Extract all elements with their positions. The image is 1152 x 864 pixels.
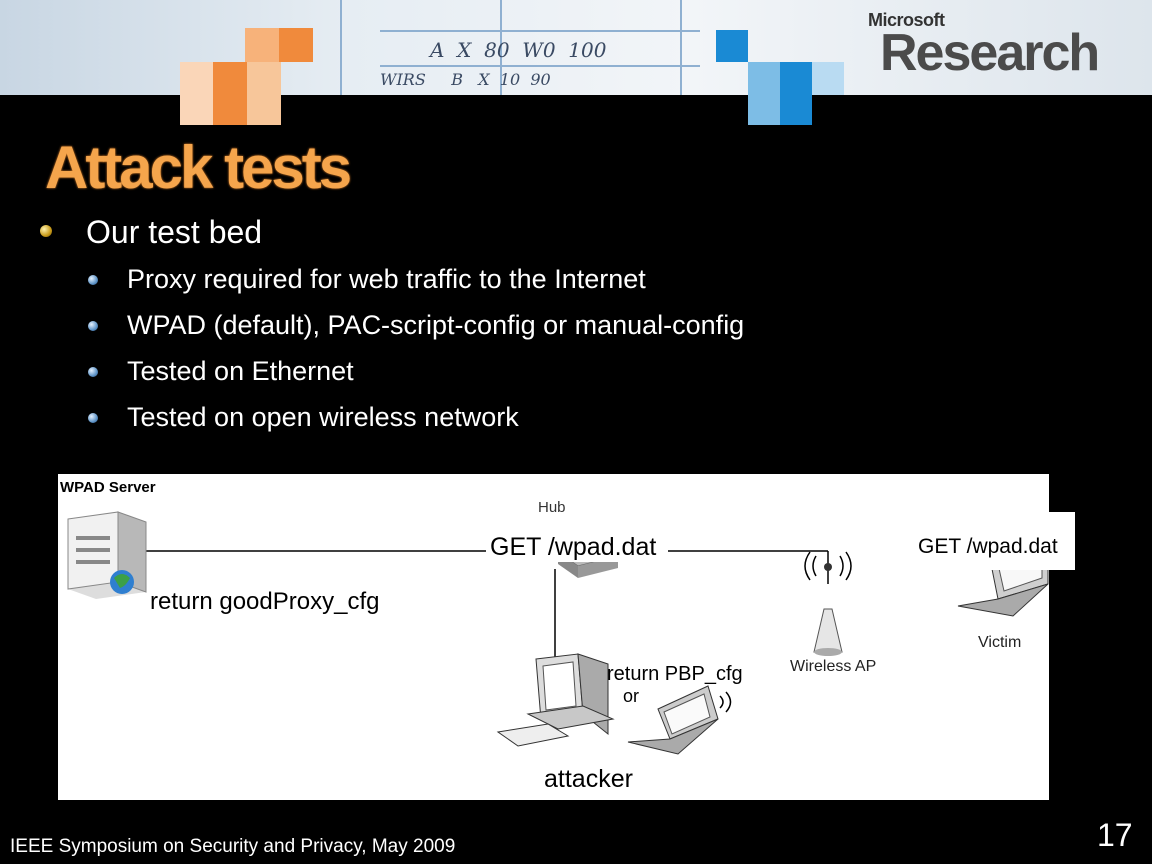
- server-icon: [67, 511, 147, 599]
- banner-square: [780, 95, 812, 125]
- banner-handwriting: A X 80 W0 100: [430, 38, 607, 62]
- sub-bullet-text: Proxy required for web traffic to the In…: [127, 264, 646, 294]
- hub-label: Hub: [538, 499, 566, 516]
- network-diagram: WPAD Server Hub GET /wpad.dat return goo…: [58, 474, 1049, 800]
- main-bullet-text: Our test bed: [86, 214, 263, 250]
- banner-grid-line: [380, 65, 700, 67]
- sub-bullet-icon: [88, 413, 98, 423]
- diagram-drawing: [67, 511, 1049, 755]
- attacker-laptop-icon: [627, 685, 732, 755]
- wpad-server-label: WPAD Server: [60, 479, 156, 496]
- sub-bullet-icon: [88, 367, 98, 377]
- wireless-ap-label: Wireless AP: [790, 658, 877, 675]
- wireless-ap-icon: [804, 551, 852, 656]
- banner-grid-line: [380, 30, 700, 32]
- banner-square: [213, 95, 247, 125]
- banner-grid-line: [340, 0, 342, 95]
- banner-square: [180, 95, 213, 125]
- attacker-label: attacker: [544, 765, 633, 793]
- return-good-proxy-label: return goodProxy_cfg: [150, 588, 380, 615]
- attacker-desktop-icon: [496, 653, 615, 747]
- banner-handwriting: WIRS B X 10 90: [380, 70, 551, 89]
- bullet-icon: [40, 225, 52, 237]
- header-banner: A X 80 W0 100 WIRS B X 10 90 Microsoft R…: [0, 0, 1152, 95]
- footer-venue: IEEE Symposium on Security and Privacy, …: [10, 836, 456, 857]
- page-number: 17: [1097, 817, 1133, 853]
- sub-bullet-icon: [88, 275, 98, 285]
- sub-bullet-text: Tested on open wireless network: [127, 402, 519, 432]
- banner-square: [247, 95, 281, 125]
- banner-square: [748, 95, 780, 125]
- or-label: or: [623, 686, 640, 706]
- sub-bullet-text: Tested on Ethernet: [127, 356, 354, 386]
- microsoft-wordmark: Microsoft: [868, 10, 945, 30]
- sub-bullet-icon: [88, 321, 98, 331]
- sub-bullet-text: WPAD (default), PAC-script-config or man…: [127, 310, 745, 340]
- get-request-callout: GET /wpad.dat: [908, 512, 1075, 570]
- research-wordmark: Research: [880, 24, 1100, 82]
- slide-title: Attack tests: [45, 134, 352, 201]
- return-pbp-label: return PBP_cfg: [607, 663, 743, 685]
- banner-grid-line: [680, 0, 682, 95]
- banner-grid-line: [500, 0, 502, 95]
- get-request-label: GET /wpad.dat: [486, 533, 661, 562]
- victim-label: Victim: [978, 634, 1022, 651]
- get-request-right-label: GET /wpad.dat: [918, 535, 1058, 558]
